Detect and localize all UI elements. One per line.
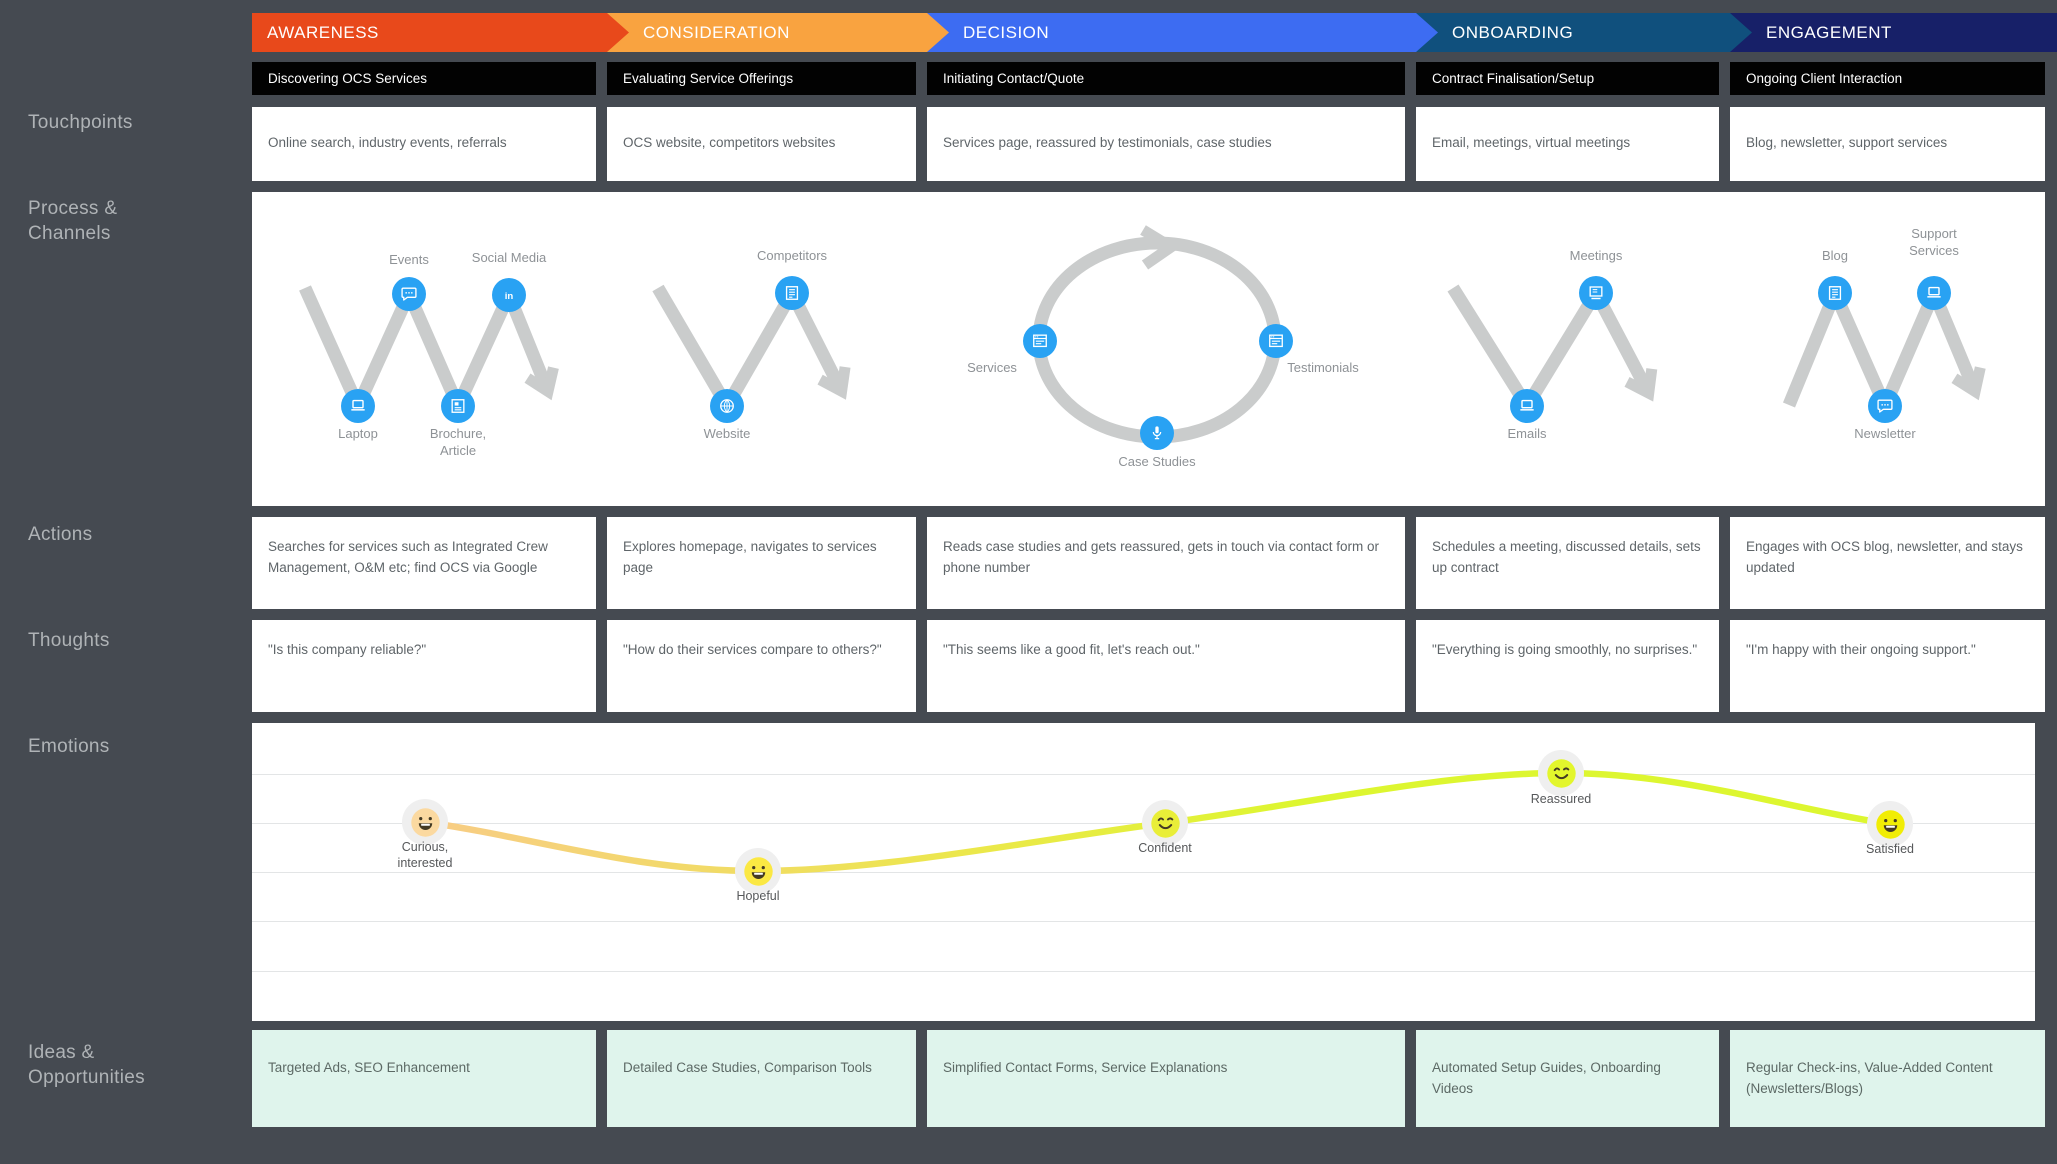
stage-subtitle: Contract Finalisation/Setup [1416, 62, 1719, 95]
row-label-process-channels: Process & Channels [28, 198, 118, 245]
emotion-label: Confident [1138, 841, 1192, 855]
idea-card: Targeted Ads, SEO Enhancement [252, 1030, 596, 1127]
touchpoint-card: Online search, industry events, referral… [252, 107, 596, 181]
emotion-gridline [252, 774, 2035, 775]
channel-label: Social Media [471, 250, 547, 265]
stage-awareness: AWARENESS [252, 13, 644, 52]
thought-card: "How do their services compare to others… [607, 620, 916, 712]
stage-subtitle: Initiating Contact/Quote [927, 62, 1405, 95]
channel-label: Case Studies [1118, 454, 1196, 469]
idea-card: Regular Check-ins, Value-Added Content (… [1730, 1030, 2045, 1127]
touchpoint-card: Blog, newsletter, support services [1730, 107, 2045, 181]
idea-card: Detailed Case Studies, Comparison Tools [607, 1030, 916, 1127]
brochure-icon [441, 389, 475, 423]
chat-bubble-icon [1868, 389, 1902, 423]
action-card: Explores homepage, navigates to services… [607, 517, 916, 609]
channel-label: Events [389, 252, 429, 267]
emoji-confident-icon [1142, 800, 1188, 846]
stage-label: AWARENESS [267, 22, 379, 42]
row-label-ideas-opportunities: Ideas & Opportunities [28, 1042, 145, 1089]
emotion-label: Reassured [1530, 792, 1592, 806]
emoji-reassured-icon [1538, 750, 1584, 796]
channel-label: Newsletter [1854, 426, 1916, 441]
thought-card: "This seems like a good fit, let's reach… [927, 620, 1405, 712]
thought-card: "I'm happy with their ongoing support." [1730, 620, 2045, 712]
stage-engagement: ENGAGEMENT [1730, 13, 2057, 52]
emoji-curious-icon [402, 799, 448, 845]
idea-card: Simplified Contact Forms, Service Explan… [927, 1030, 1405, 1127]
channel-label: Services [967, 360, 1017, 375]
browser-icon [1259, 324, 1293, 358]
microphone-icon [1140, 416, 1174, 450]
channel-label: Website [703, 426, 751, 441]
stage-decision: DECISION [927, 13, 1474, 52]
touchpoint-card: Services page, reassured by testimonials… [927, 107, 1405, 181]
stage-subtitle: Ongoing Client Interaction [1730, 62, 2045, 95]
touchpoint-card: Email, meetings, virtual meetings [1416, 107, 1719, 181]
laptop-icon [1510, 389, 1544, 423]
action-card: Engages with OCS blog, newsletter, and s… [1730, 517, 2045, 609]
stage-label: ONBOARDING [1452, 22, 1574, 42]
channel-label: Testimonials [1287, 360, 1359, 375]
globe-icon [710, 389, 744, 423]
document-icon [1818, 276, 1852, 310]
linkedin-icon [492, 278, 526, 312]
action-card: Searches for services such as Integrated… [252, 517, 596, 609]
stage-subtitle: Evaluating Service Offerings [607, 62, 916, 95]
presentation-icon [1579, 276, 1613, 310]
row-label-touchpoints: Touchpoints [28, 112, 133, 133]
channel-label: Support Services [1909, 226, 1959, 258]
browser-icon [1023, 324, 1057, 358]
emotion-gridline [252, 921, 2035, 922]
row-label-thoughts: Thoughts [28, 630, 110, 651]
stage-subtitle: Discovering OCS Services [252, 62, 596, 95]
stage-label: DECISION [963, 22, 1050, 42]
touchpoint-card: OCS website, competitors websites [607, 107, 916, 181]
channel-label: Brochure, Article [429, 426, 487, 458]
emotion-gridline [252, 872, 2035, 873]
thought-card: "Everything is going smoothly, no surpri… [1416, 620, 1719, 712]
emoji-hopeful-icon [735, 848, 781, 894]
channel-label: Competitors [756, 248, 828, 263]
channel-label: Blog [1821, 248, 1849, 263]
stage-label: CONSIDERATION [643, 22, 790, 42]
action-card: Reads case studies and gets reassured, g… [927, 517, 1405, 609]
emotion-label: Curious, interested [397, 840, 453, 870]
stage-onboarding: ONBOARDING [1416, 13, 1788, 52]
emoji-satisfied-icon [1867, 801, 1913, 847]
process-channels-panel: Laptop Events Brochure, Article Social M… [252, 192, 2045, 506]
emotion-label: Satisfied [1866, 842, 1914, 856]
action-card: Schedules a meeting, discussed details, … [1416, 517, 1719, 609]
document-icon [775, 276, 809, 310]
stage-consideration: CONSIDERATION [607, 13, 985, 52]
emotion-gridline [252, 971, 2035, 972]
emotion-curve [421, 769, 1894, 875]
emotion-label: Hopeful [736, 889, 780, 903]
row-label-emotions: Emotions [28, 736, 110, 757]
laptop-icon [1917, 276, 1951, 310]
channel-label: Emails [1507, 426, 1547, 441]
idea-card: Automated Setup Guides, Onboarding Video… [1416, 1030, 1719, 1127]
laptop-icon [341, 389, 375, 423]
stage-label: ENGAGEMENT [1766, 22, 1892, 42]
chat-bubble-icon [392, 277, 426, 311]
thought-card: "Is this company reliable?" [252, 620, 596, 712]
emotions-panel: Curious, interested Hopeful Confident Re… [252, 723, 2035, 1021]
channel-label: Meetings [1569, 248, 1623, 263]
row-label-actions: Actions [28, 524, 93, 545]
channel-label: Laptop [338, 426, 378, 441]
